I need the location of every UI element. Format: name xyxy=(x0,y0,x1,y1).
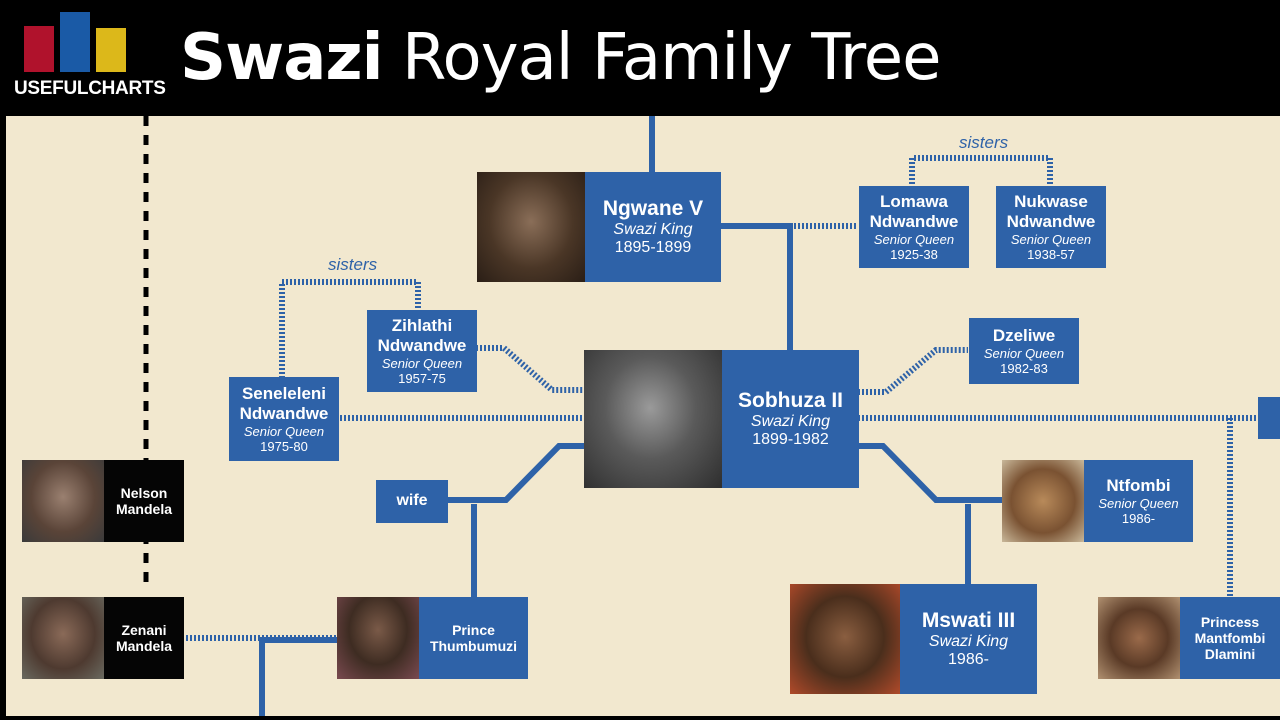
dzeliwe-name: Dzeliwe xyxy=(992,326,1056,346)
mswati-portrait xyxy=(790,584,900,694)
logo-yellow-bar xyxy=(96,28,126,72)
nukwase-name: Nukwase Ndwandwe xyxy=(1006,192,1096,231)
person-lomawa-ndwandwe[interactable]: Lomawa Ndwandwe Senior Queen 1925-38 xyxy=(859,186,969,268)
person-princess-mantfombi-dlamini[interactable]: Princess Mantfombi Dlamini xyxy=(1180,597,1280,679)
person-prince-thumbumuzi[interactable]: Prince Thumbumuzi xyxy=(419,597,528,679)
ntfombi-role: Senior Queen xyxy=(1098,495,1179,511)
mswati-role: Swazi King xyxy=(928,633,1009,651)
dots-dzeliwe-sobhuza xyxy=(858,347,968,395)
dotted-connectors xyxy=(186,155,1258,641)
offscreen-person-box[interactable] xyxy=(1258,397,1280,439)
person-mswati-iii[interactable]: Mswati III Swazi King 1986- xyxy=(900,584,1037,694)
solid-connectors xyxy=(259,116,1002,716)
mswati-name: Mswati III xyxy=(921,608,1016,632)
logo-red-bar xyxy=(24,26,54,72)
line-ngwane-to-sobhuza xyxy=(720,223,793,352)
dzeliwe-years: 1982-83 xyxy=(1000,360,1048,376)
family-tree-canvas: sisters sisters Ngwane V Swazi King 1895… xyxy=(6,116,1280,716)
sisters-label-top: sisters xyxy=(959,133,1009,152)
ngwane-role: Swazi King xyxy=(613,221,693,239)
person-nelson-mandela[interactable]: Nelson Mandela xyxy=(104,460,184,542)
seneleleni-years: 1975-80 xyxy=(260,438,308,454)
ntfombi-years: 1986- xyxy=(1121,510,1156,526)
ngwane-years: 1895-1899 xyxy=(614,239,692,257)
lomawa-years: 1925-38 xyxy=(890,246,938,262)
dots-sisters-top xyxy=(909,155,1053,184)
person-seneleleni-ndwandwe[interactable]: Seneleleni Ndwandwe Senior Queen 1975-80 xyxy=(229,377,339,461)
mswati-years: 1986- xyxy=(948,651,989,669)
dzeliwe-role: Senior Queen xyxy=(983,345,1065,361)
ntfombi-portrait xyxy=(1002,460,1084,542)
header: USEFULCHARTS Swazi Royal Family Tree xyxy=(0,0,1280,116)
sisters-label-left: sisters xyxy=(328,255,378,274)
title-bold: Swazi xyxy=(180,21,384,95)
mantfombi-portrait xyxy=(1098,597,1180,679)
sobhuza-name: Sobhuza II xyxy=(738,388,843,412)
person-zenani-mandela[interactable]: Zenani Mandela xyxy=(104,597,184,679)
logo-blue-bar xyxy=(60,12,90,72)
seneleleni-role: Senior Queen xyxy=(243,423,325,439)
ngwane-name: Ngwane V xyxy=(602,196,704,220)
mantfombi-name: Princess Mantfombi Dlamini xyxy=(1194,613,1266,663)
zenani-name: Zenani Mandela xyxy=(115,621,172,654)
lomawa-name: Lomawa Ndwandwe xyxy=(869,192,959,231)
ngwane-portrait xyxy=(477,172,585,282)
lomawa-role: Senior Queen xyxy=(873,231,955,247)
zihlathi-name: Zihlathi Ndwandwe xyxy=(377,316,467,355)
wife-name: wife xyxy=(396,492,428,510)
nelson-name: Nelson Mandela xyxy=(115,484,172,517)
person-ntfombi[interactable]: Ntfombi Senior Queen 1986- xyxy=(1084,460,1193,542)
sobhuza-role: Swazi King xyxy=(750,413,831,431)
nelson-mandela-portrait xyxy=(22,460,104,542)
line-sobhuza-to-wife xyxy=(448,443,584,503)
dots-sisters-left xyxy=(279,279,421,378)
zenani-mandela-portrait xyxy=(22,597,104,679)
person-wife[interactable]: wife xyxy=(376,480,448,523)
sobhuza-portrait xyxy=(584,350,722,488)
dots-zihlathi-sobhuza xyxy=(476,345,584,393)
page-title: Swazi Royal Family Tree xyxy=(180,16,942,100)
logo-text: USEFULCHARTS xyxy=(14,78,166,99)
person-sobhuza-ii[interactable]: Sobhuza II Swazi King 1899-1982 xyxy=(722,350,859,488)
nukwase-role: Senior Queen xyxy=(1010,231,1092,247)
ntfombi-name: Ntfombi xyxy=(1106,476,1171,496)
thumbumuzi-portrait xyxy=(337,597,419,679)
zihlathi-years: 1957-75 xyxy=(398,370,446,386)
usefulcharts-logo[interactable]: USEFULCHARTS xyxy=(14,12,166,104)
zihlathi-role: Senior Queen xyxy=(381,355,463,371)
sobhuza-years: 1899-1982 xyxy=(752,431,829,449)
person-dzeliwe[interactable]: Dzeliwe Senior Queen 1982-83 xyxy=(969,318,1079,384)
person-zihlathi-ndwandwe[interactable]: Zihlathi Ndwandwe Senior Queen 1957-75 xyxy=(367,310,477,392)
person-nukwase-ndwandwe[interactable]: Nukwase Ndwandwe Senior Queen 1938-57 xyxy=(996,186,1106,268)
line-sobhuza-to-ntfombi xyxy=(858,443,1002,503)
seneleleni-name: Seneleleni Ndwandwe xyxy=(239,384,329,423)
person-ngwane-v[interactable]: Ngwane V Swazi King 1895-1899 xyxy=(585,172,721,282)
thumbumuzi-name: Prince Thumbumuzi xyxy=(429,621,518,654)
title-rest: Royal Family Tree xyxy=(401,21,942,95)
nukwase-years: 1938-57 xyxy=(1027,246,1075,262)
